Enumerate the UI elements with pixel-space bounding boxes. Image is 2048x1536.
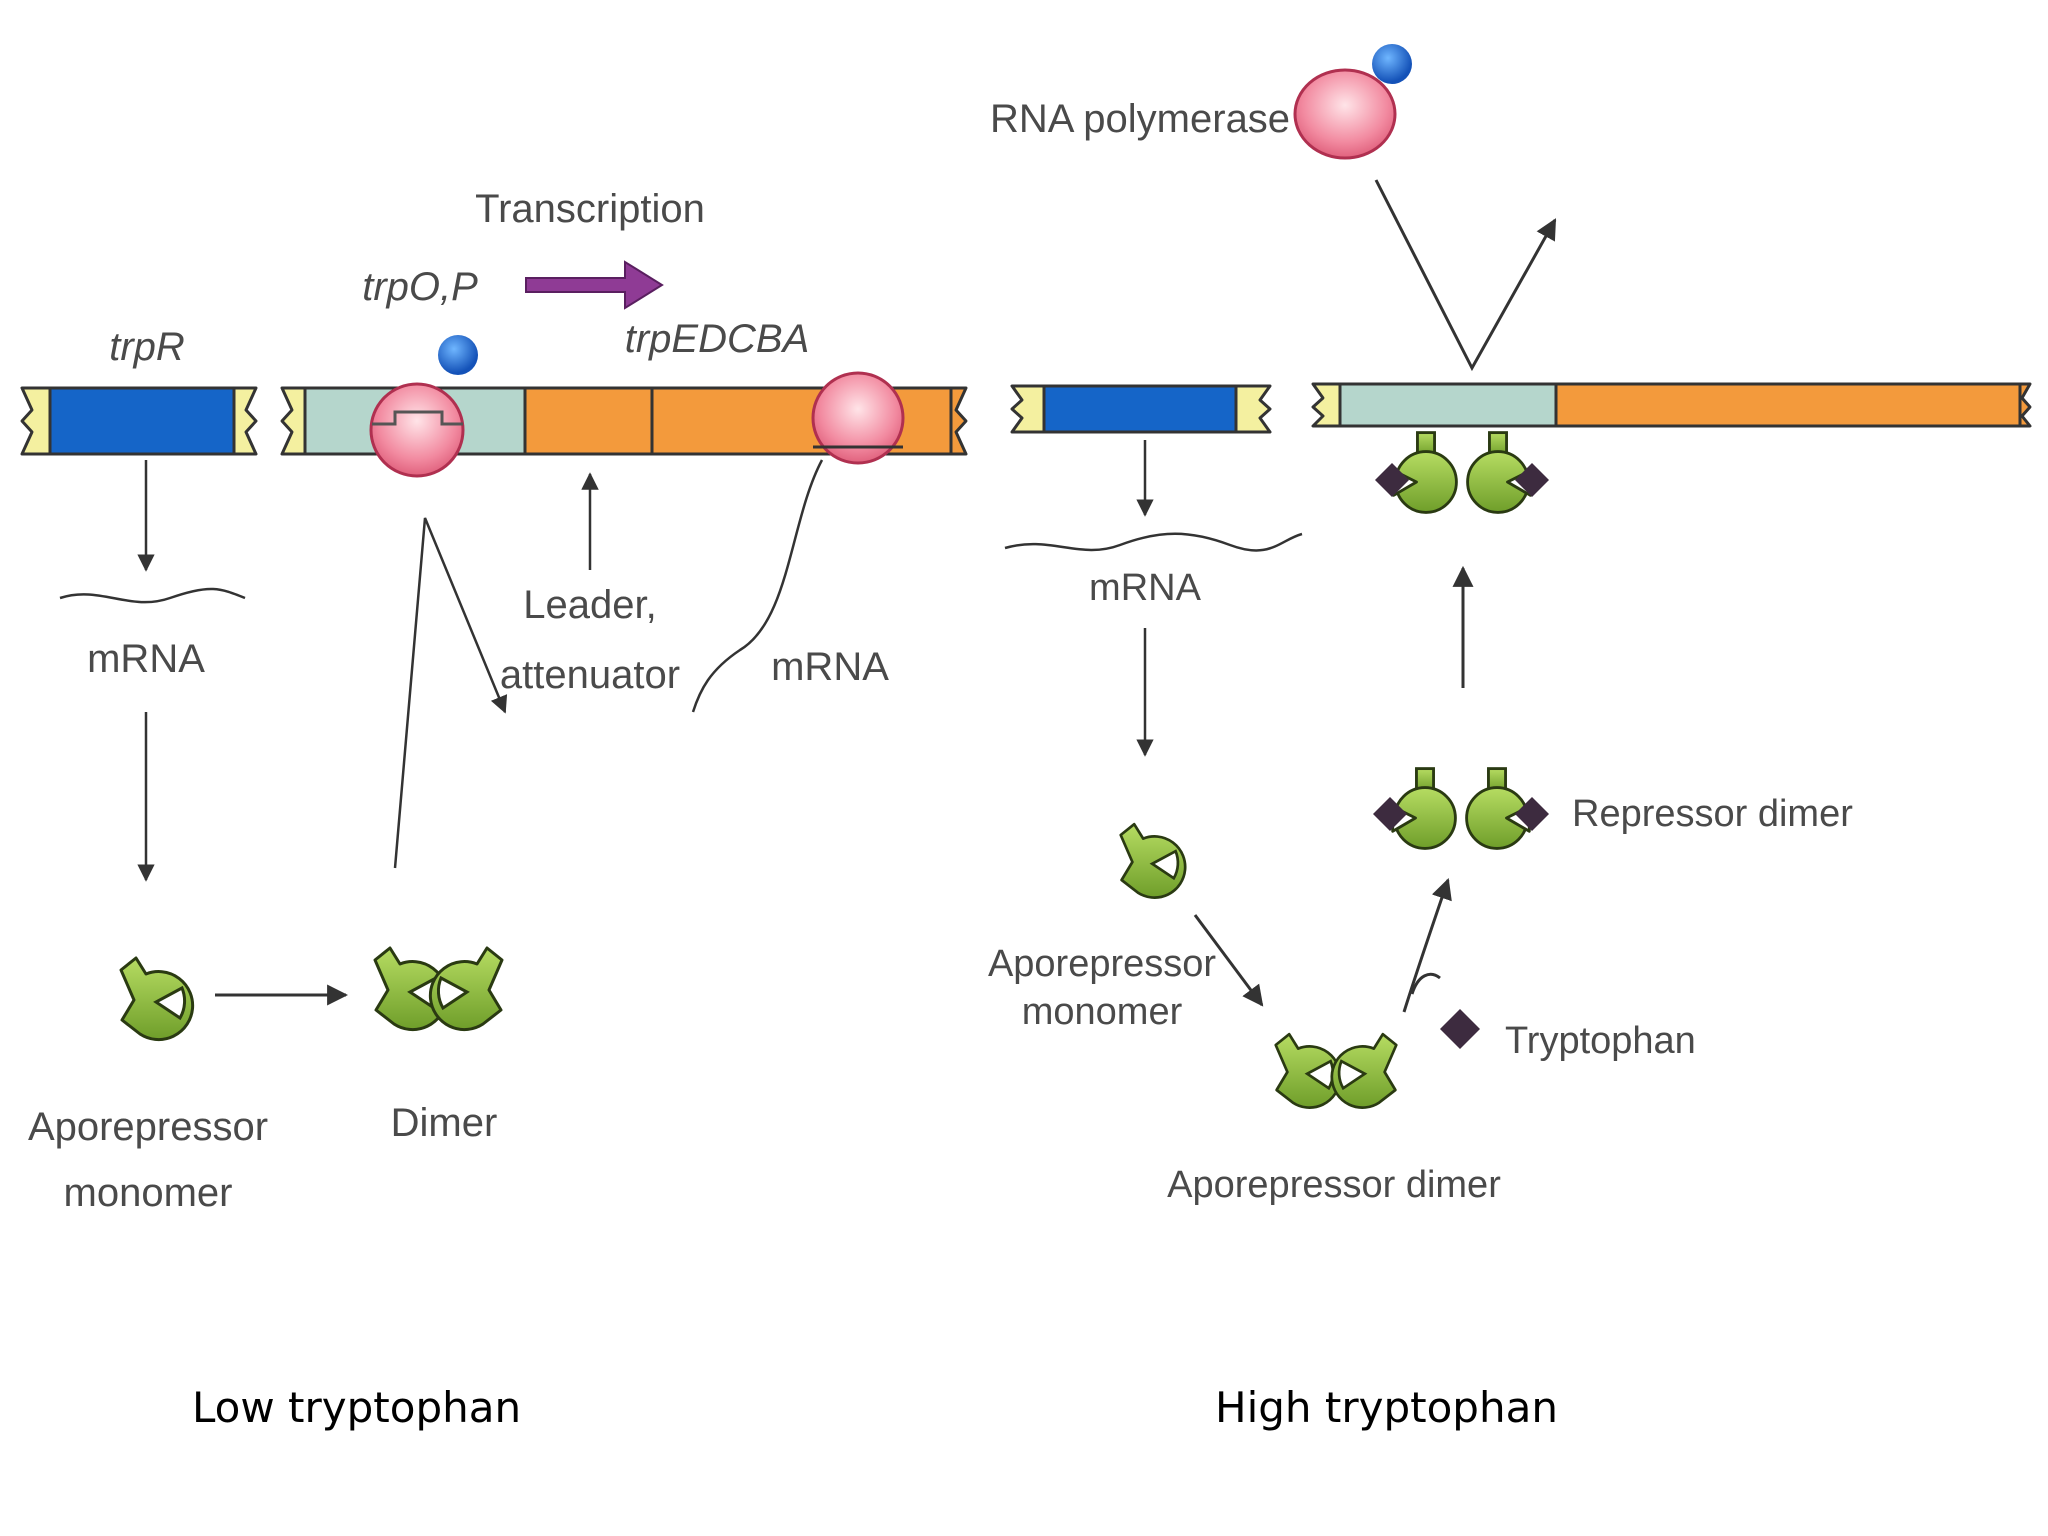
aporepressor-dimer-label: Aporepressor dimer bbox=[1167, 1164, 1501, 1206]
high-tryptophan-panel: RNA polymerase mRNA Aporepressor monomer… bbox=[988, 44, 2032, 1206]
aporepressor-dimer-icon bbox=[1274, 1032, 1397, 1109]
transcription-arrow bbox=[525, 260, 664, 310]
trpR-label: trpR bbox=[109, 325, 185, 369]
aporepressor-monomer-label-line1: Aporepressor bbox=[28, 1105, 268, 1149]
mrna-wave-right bbox=[1004, 532, 1303, 552]
aporepressor-monomer-right-label-line2: monomer bbox=[1022, 991, 1183, 1033]
transcription-label: Transcription bbox=[475, 187, 705, 231]
trpR-mrna-wave bbox=[59, 587, 246, 604]
tryptophan-join-hook bbox=[1410, 972, 1441, 995]
monomer-to-apodimer-arrow bbox=[1193, 914, 1264, 1007]
dimer-icon bbox=[373, 946, 502, 1032]
rna-polymerase-label: RNA polymerase bbox=[990, 97, 1290, 141]
dimer-blocked-arrow bbox=[393, 517, 508, 869]
trpOP-label: trpO,P bbox=[362, 265, 478, 309]
mrna-label-transcript: mRNA bbox=[771, 645, 889, 689]
trp-operon-dna-high bbox=[1311, 382, 2032, 428]
leader-label-line2: attenuator bbox=[500, 653, 680, 697]
repressor-dimer-label: Repressor dimer bbox=[1572, 793, 1853, 835]
elongating-polymerase-icon bbox=[811, 371, 905, 465]
trpEDCBA-label: trpEDCBA bbox=[625, 317, 810, 361]
aporepressor-monomer-right-label-line1: Aporepressor bbox=[988, 943, 1216, 985]
polymerase-blocked-arrow bbox=[1374, 179, 1557, 372]
leader-label-line1: Leader, bbox=[523, 583, 656, 627]
mrna-label-right: mRNA bbox=[1089, 567, 1202, 609]
repressor-dimer-icon bbox=[1373, 767, 1549, 850]
tryptophan-binding-arrow bbox=[1402, 878, 1452, 1013]
aporepressor-monomer-right-icon bbox=[1119, 822, 1187, 899]
trpR-gene-dna bbox=[20, 386, 258, 456]
aporepressor-monomer-icon bbox=[119, 956, 195, 1042]
low-tryptophan-caption: Low tryptophan bbox=[192, 1383, 522, 1432]
mrna-transcript-line bbox=[691, 459, 824, 713]
high-tryptophan-caption: High tryptophan bbox=[1215, 1383, 1558, 1432]
aporepressor-monomer-label-line2: monomer bbox=[64, 1171, 233, 1215]
rna-polymerase-icon bbox=[369, 335, 478, 478]
tryptophan-icon bbox=[1440, 1009, 1480, 1049]
trpR-gene-dna-right bbox=[1010, 384, 1272, 434]
dimer-label: Dimer bbox=[391, 1101, 498, 1145]
rna-polymerase-free-icon bbox=[1293, 44, 1412, 160]
operator-bound-repressor-icon bbox=[1375, 431, 1549, 514]
mrna-label-trpR: mRNA bbox=[87, 637, 205, 681]
low-tryptophan-panel: trpR trpO,P Transcription trpEDCBA Leade… bbox=[20, 187, 968, 1215]
tryptophan-label: Tryptophan bbox=[1505, 1020, 1696, 1062]
